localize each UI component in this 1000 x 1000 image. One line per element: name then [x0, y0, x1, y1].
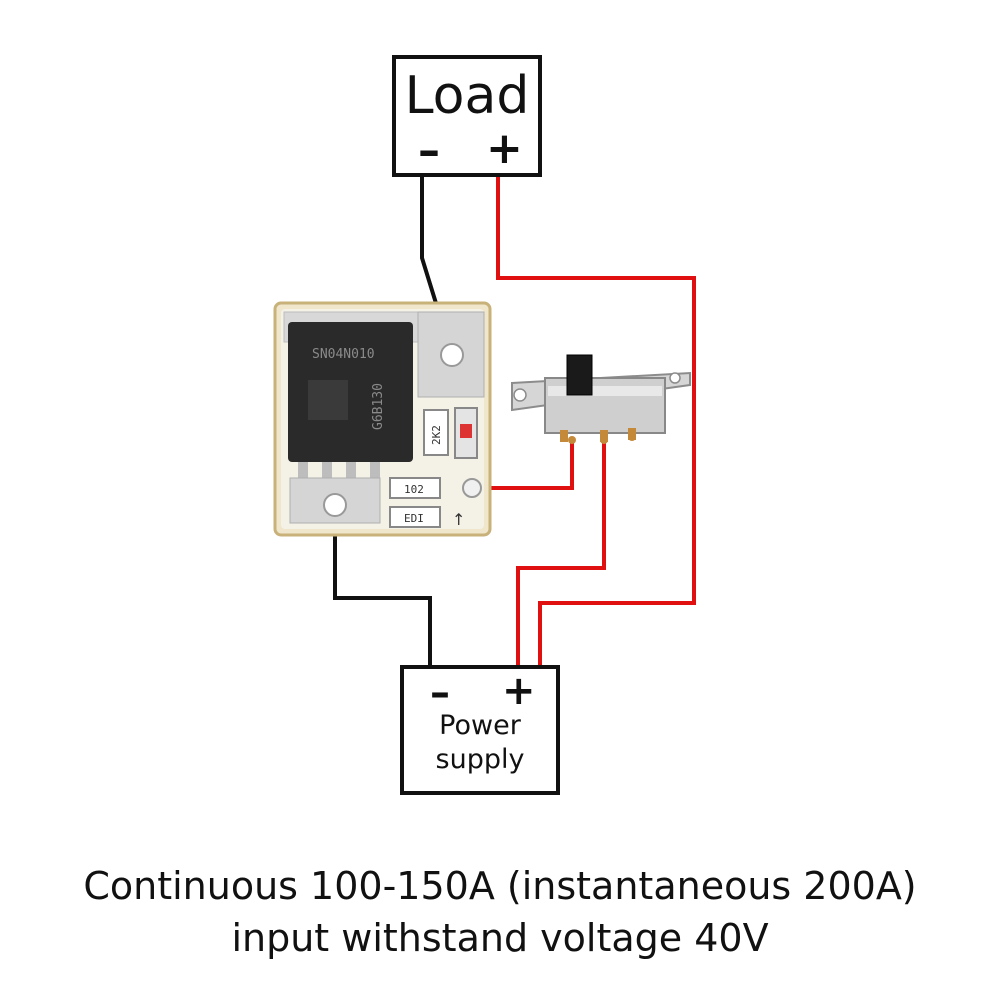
ps-negative-wire	[333, 505, 432, 665]
svg-text:↑: ↑	[452, 510, 465, 529]
power-supply-minus-terminal: –	[430, 670, 450, 716]
caption-line-2: input withstand voltage 40V	[231, 916, 769, 960]
module-negative-out-pad	[440, 343, 464, 367]
power-supply-label-line2: supply	[435, 744, 525, 775]
power-supply-box: – + Power supply	[400, 665, 560, 795]
load-positive-wire	[496, 177, 696, 665]
resistor-3-label: EDI	[404, 512, 424, 525]
mosfet-switch-module: SN04N010 G6B130 2K2 102 EDI ↑	[273, 301, 492, 537]
load-title: Load	[404, 66, 530, 126]
module-negative-in-pad	[323, 493, 347, 517]
switch-knob	[566, 354, 593, 396]
mosfet-marking-2: G6B130	[371, 383, 386, 430]
switch-to-module-wire	[478, 440, 574, 490]
module-switch-pad	[462, 478, 482, 498]
caption-line-1: Continuous 100-150A (instantaneous 200A)	[83, 864, 917, 908]
resistor-2-label: 102	[404, 483, 424, 496]
slide-switch	[511, 354, 691, 444]
switch-to-ps-positive-wire	[516, 440, 606, 665]
power-supply-plus-terminal: +	[502, 668, 536, 714]
power-supply-label-line1: Power	[439, 710, 521, 741]
resistor-1-label: 2K2	[430, 425, 443, 445]
mosfet-marking-1: SN04N010	[312, 347, 375, 362]
load-box: Load – +	[392, 55, 542, 177]
mosfet-chip	[288, 322, 413, 462]
load-minus-terminal: –	[418, 125, 440, 176]
load-plus-terminal: +	[486, 123, 523, 174]
